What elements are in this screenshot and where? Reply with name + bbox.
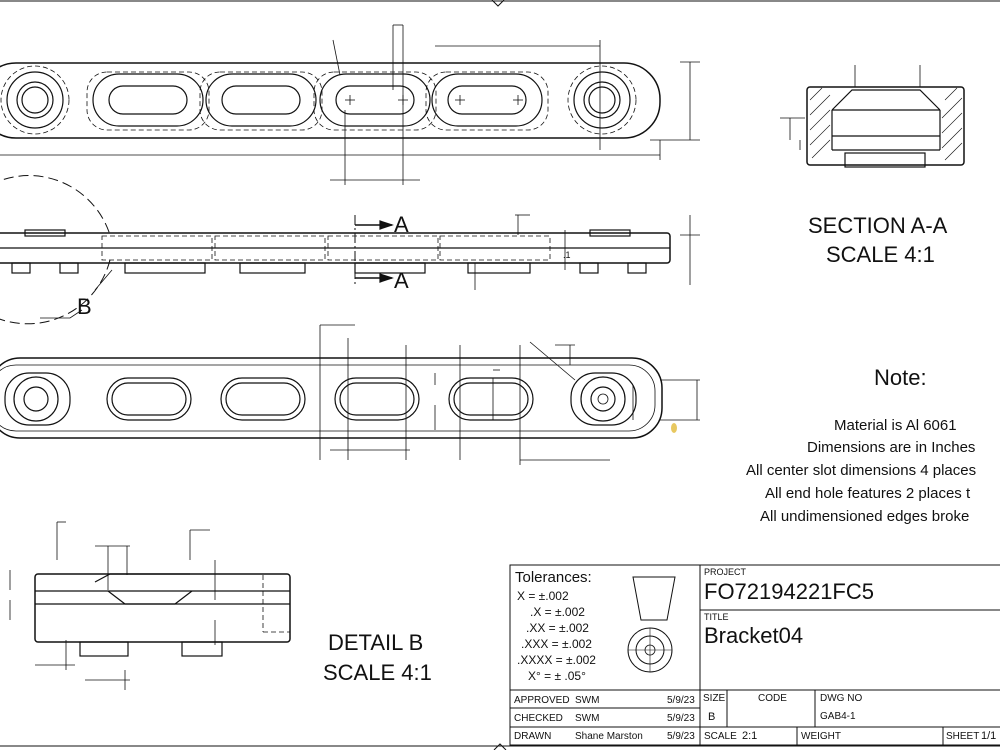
drawn-label: DRAWN: [514, 731, 552, 742]
notes-title: Note:: [874, 365, 927, 390]
tolerance-line: .XXX = ±.002: [521, 637, 592, 651]
tolerance-line: X = ±.002: [517, 589, 569, 603]
approved-by: SWM: [575, 695, 600, 706]
detail-scale: SCALE 4:1: [323, 660, 432, 685]
checked-date: 5/9/23: [667, 713, 695, 724]
drawn-date: 5/9/23: [667, 731, 695, 742]
note-line: Material is Al 6061: [834, 417, 957, 434]
size-label: SIZE: [703, 693, 726, 704]
scale-value: 2:1: [742, 730, 758, 742]
tolerance-line: .XX = ±.002: [526, 621, 589, 635]
note-line: All undimensioned edges broke: [760, 508, 970, 525]
title-label: TITLE: [704, 612, 729, 622]
dwg-no-label: DWG NO: [820, 693, 863, 704]
approved-date: 5/9/23: [667, 695, 695, 706]
weight-label: WEIGHT: [801, 731, 841, 742]
project-number: FO72194221FC5: [704, 579, 874, 604]
note-line: All center slot dimensions 4 places: [746, 462, 977, 479]
tolerance-line: .XXXX = ±.002: [517, 653, 596, 667]
tolerance-line: X° = ± .05°: [528, 669, 586, 683]
section-view: [780, 65, 965, 168]
sheet-label: SHEET: [946, 731, 980, 742]
dwg-no-value: GAB4-1: [820, 711, 856, 722]
cut-letter-bottom: A: [394, 268, 409, 293]
dimension-label: .1: [563, 250, 571, 260]
code-label: CODE: [758, 693, 787, 704]
detail-letter: B: [77, 294, 92, 319]
checked-by: SWM: [575, 713, 600, 724]
smudge: [671, 423, 677, 433]
bottom-view: [0, 324, 700, 465]
size-value: B: [708, 711, 716, 723]
title-block: [509, 564, 1000, 746]
section-scale: SCALE 4:1: [826, 242, 935, 267]
cut-letter-top: A: [394, 212, 409, 237]
scale-label: SCALE: [704, 731, 737, 742]
tolerances-title: Tolerances:: [515, 569, 592, 586]
approved-label: APPROVED: [514, 695, 570, 706]
drawn-by: Shane Marston: [575, 731, 643, 742]
section-label: SECTION A-A: [808, 213, 948, 238]
drawing-title: Bracket04: [704, 623, 804, 648]
note-line: All end hole features 2 places t: [765, 485, 971, 502]
side-view: [0, 175, 700, 325]
tolerance-line: .X = ±.002: [530, 605, 585, 619]
note-line: Dimensions are in Inches: [807, 439, 976, 456]
detail-label: DETAIL B: [328, 630, 424, 655]
detail-view: [9, 521, 291, 690]
checked-label: CHECKED: [514, 713, 563, 724]
project-label: PROJECT: [704, 567, 747, 577]
top-view: [0, 24, 700, 185]
sheet-value: 1/1: [981, 730, 997, 742]
